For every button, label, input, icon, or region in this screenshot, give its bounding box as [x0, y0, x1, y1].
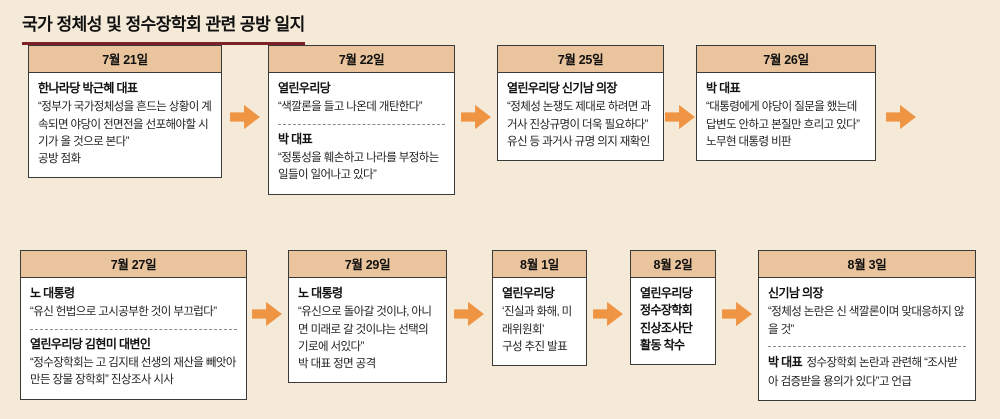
timeline-card-jul-26: 7월 26일 박 대표 “대통령에게 야당이 질문을 했는데 답변도 안하고 본…: [696, 45, 876, 162]
card-date: 8월 1일: [493, 251, 586, 278]
arrow-right-icon: [461, 104, 491, 130]
quote-text: “정체성 논쟁도 제대로 하려면 과거사 진상규명이 더욱 필요하다” 유신 등…: [507, 101, 651, 148]
arrow-right-icon: [454, 301, 484, 327]
speaker-name: 박 대표: [278, 131, 313, 146]
card-date: 7월 22일: [269, 46, 454, 73]
arrow-right-icon: [722, 301, 752, 327]
quote-text: “정체성 논란은 신 색깔론이며 맞대응하지 않을 것”: [768, 306, 964, 336]
speaker-name: 신기남 의장: [768, 286, 824, 300]
quote-text: “유신 헌법으로 고시공부한 것이 부끄럽다”: [30, 306, 217, 319]
card-body: 열린우리당 “색깔론을 들고 나온데 개탄한다” 박 대표 “정통성을 훼손하고…: [269, 73, 454, 194]
speaker-name: 박 대표: [768, 354, 803, 369]
quote-text: ‘진실과 화해, 미래위원회’ 구성 추진 발표: [502, 306, 572, 353]
speaker-name: 열린우리당: [502, 286, 555, 300]
section-divider: [278, 123, 445, 125]
card-body: 박 대표 “대통령에게 야당이 질문을 했는데 답변도 안하고 본질만 흐리고 …: [697, 73, 875, 160]
arrow-right-icon: [665, 104, 695, 130]
card-body: 열린우리당 신기남 의장 “정체성 논쟁도 제대로 하려면 과거사 진상규명이 …: [498, 73, 663, 160]
section-divider: [768, 345, 966, 347]
timeline-card-jul-21: 7월 21일 한나라당 박근혜 대표 “정부가 국가정체성을 흔드는 상황이 계…: [28, 45, 222, 179]
speaker-name: 노 대통령: [298, 286, 343, 300]
speaker-name: 열린우리당: [278, 81, 331, 95]
arrow-right-icon: [593, 301, 623, 327]
card-date: 8월 3일: [759, 251, 975, 278]
page-title: 국가 정체성 및 정수장학회 관련 공방 일지: [22, 10, 305, 45]
quote-text: “유신으로 돌아갈 것이냐, 아니면 미래로 갈 것이냐는 선택의 기로에 서있…: [298, 306, 432, 371]
quote-text: 정수장학회 논란과 관련해 “조사받아 검증받을 용의가 있다”고 언급: [768, 356, 958, 389]
quote-text: “색깔론을 들고 나온데 개탄한다”: [278, 101, 423, 114]
card-body: 열린우리당 ‘진실과 화해, 미래위원회’ 구성 추진 발표: [493, 278, 586, 365]
timeline-card-jul-22: 7월 22일 열린우리당 “색깔론을 들고 나온데 개탄한다” 박 대표 “정통…: [268, 45, 455, 195]
timeline-card-jul-25: 7월 25일 열린우리당 신기남 의장 “정체성 논쟁도 제대로 하려면 과거사…: [497, 45, 664, 162]
speaker-name: 박 대표: [706, 81, 741, 95]
speaker-inline-entry: 박 대표 정수장학회 논란과 관련해 “조사받아 검증받을 용의가 있다”고 언…: [768, 353, 966, 392]
card-date: 7월 26일: [697, 46, 875, 73]
card-body: 열린우리당 정수장학회 진상조사단 활동 착수: [631, 278, 715, 364]
speaker-name: 노 대통령: [30, 286, 75, 300]
timeline-card-aug-1: 8월 1일 열린우리당 ‘진실과 화해, 미래위원회’ 구성 추진 발표: [492, 250, 587, 367]
card-date: 7월 29일: [289, 251, 446, 278]
card-body: 한나라당 박근혜 대표 “정부가 국가정체성을 흔드는 상황이 계속되면 야당이…: [29, 73, 221, 177]
card-body: 노 대통령 “유신으로 돌아갈 것이냐, 아니면 미래로 갈 것이냐는 선택의 …: [289, 278, 446, 382]
card-date: 8월 2일: [631, 251, 715, 278]
quote-text: “정부가 국가정체성을 흔드는 상황이 계속되면 야당이 전면전을 선포해야할 …: [38, 101, 212, 166]
section-divider: [30, 328, 237, 330]
card-date: 7월 27일: [21, 251, 246, 278]
arrow-right-icon: [886, 104, 916, 130]
arrow-right-icon: [230, 104, 260, 130]
speaker-name: 열린우리당 김현미 대변인: [30, 336, 151, 351]
speaker-name: 열린우리당 신기남 의장: [507, 81, 617, 95]
timeline-card-aug-2: 8월 2일 열린우리당 정수장학회 진상조사단 활동 착수: [630, 250, 716, 365]
timeline-card-jul-29: 7월 29일 노 대통령 “유신으로 돌아갈 것이냐, 아니면 미래로 갈 것이…: [288, 250, 447, 384]
quote-text: “정통성을 훼손하고 나라를 부정하는 일들이 일어나고 있다”: [278, 152, 439, 182]
arrow-right-icon: [252, 301, 282, 327]
speaker-name: 열린우리당 정수장학회 진상조사단 활동 착수: [640, 286, 693, 353]
card-date: 7월 21일: [29, 46, 221, 73]
timeline-card-jul-27: 7월 27일 노 대통령 “유신 헌법으로 고시공부한 것이 부끄럽다” 열린우…: [20, 250, 247, 400]
timeline-card-aug-3: 8월 3일 신기남 의장 “정체성 논란은 신 색깔론이며 맞대응하지 않을 것…: [758, 250, 976, 402]
card-body: 신기남 의장 “정체성 논란은 신 색깔론이며 맞대응하지 않을 것” 박 대표…: [759, 278, 975, 400]
speaker-name: 한나라당 박근혜 대표: [38, 81, 138, 95]
card-date: 7월 25일: [498, 46, 663, 73]
quote-text: “대통령에게 야당이 질문을 했는데 답변도 안하고 본질만 흐리고 있다” 노…: [706, 101, 860, 148]
card-body: 노 대통령 “유신 헌법으로 고시공부한 것이 부끄럽다” 열린우리당 김현미 …: [21, 278, 246, 399]
quote-text: “정수장학회는 고 김지태 선생의 재산을 빼앗아 만든 장물 장학회” 진상조…: [30, 357, 236, 387]
